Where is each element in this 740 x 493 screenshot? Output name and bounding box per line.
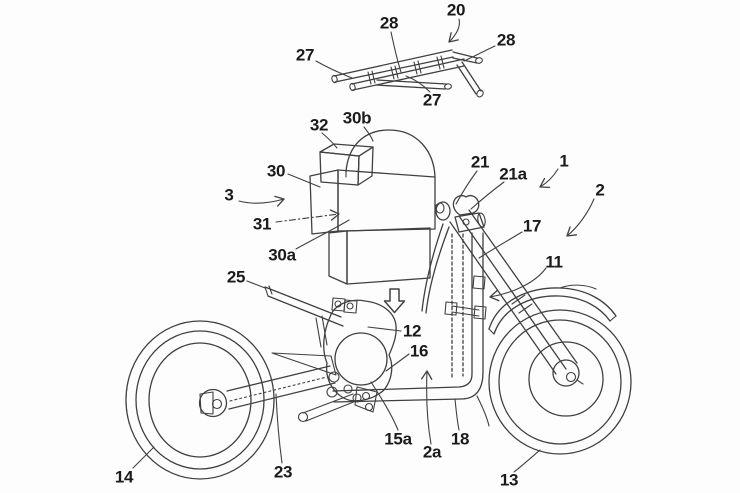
frame <box>332 223 490 427</box>
ref-label-16: 16 <box>409 341 429 361</box>
ref-label-12: 12 <box>402 321 422 341</box>
front-fork <box>449 209 578 375</box>
ref-label-30a: 30a <box>268 245 296 265</box>
ref-label-25: 25 <box>226 267 246 287</box>
seat-tube <box>264 285 344 327</box>
leader-lines <box>132 18 595 473</box>
battery-pack <box>309 129 436 285</box>
ref-label-32: 32 <box>309 115 329 135</box>
rear-wheel <box>125 320 275 480</box>
ref-label-30b: 30b <box>342 108 372 128</box>
front-fender <box>488 284 617 335</box>
ref-label-30: 30 <box>266 161 286 181</box>
ref-label-27a: 27 <box>295 45 315 65</box>
ref-label-31: 31 <box>252 214 272 234</box>
ref-label-28b: 28 <box>496 30 516 50</box>
ref-label-2: 2 <box>595 180 605 200</box>
ref-label-21: 21 <box>470 152 490 172</box>
ref-label-20: 20 <box>446 0 466 20</box>
ref-label-18: 18 <box>450 429 470 449</box>
carrier-rack <box>331 49 484 98</box>
ref-label-1: 1 <box>559 151 569 171</box>
ref-label-14: 14 <box>114 467 134 487</box>
ref-label-11: 11 <box>545 252 563 272</box>
ref-label-13: 13 <box>499 470 519 490</box>
ref-label-15a: 15a <box>384 429 412 449</box>
swingarm-linkage <box>226 352 378 423</box>
ref-label-3: 3 <box>224 185 234 205</box>
down-block-arrow-icon <box>383 288 406 314</box>
ref-label-27b: 27 <box>422 90 442 110</box>
ref-label-17: 17 <box>522 216 542 236</box>
front-wheel <box>488 309 632 455</box>
ref-label-28a: 28 <box>379 13 399 33</box>
ref-label-23: 23 <box>273 462 293 482</box>
ref-label-2a: 2a <box>422 442 442 462</box>
ref-label-21a: 21a <box>499 164 527 184</box>
